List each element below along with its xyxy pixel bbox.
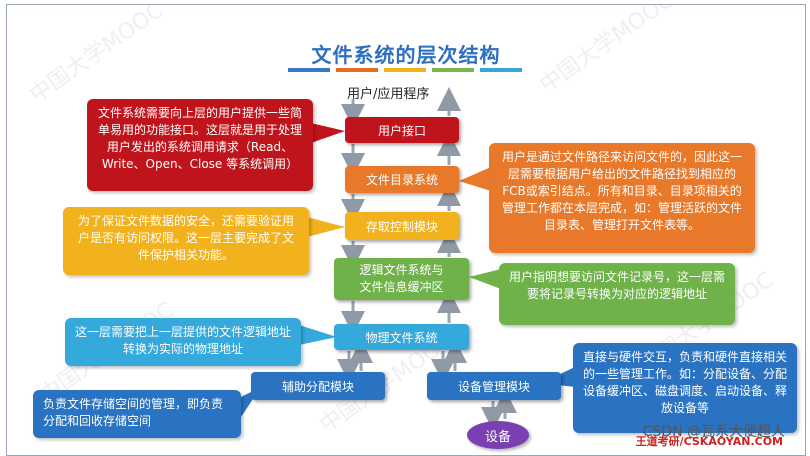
layer-label: 文件目录系统 bbox=[365, 173, 438, 187]
layer-label: 物理文件系统 bbox=[365, 330, 438, 345]
layer-label-line1: 逻辑文件系统与 bbox=[359, 263, 444, 277]
footer-logo: 王道考研/CSKAOYAN.COM bbox=[635, 435, 783, 448]
layer-label: 存取控制模块 bbox=[365, 219, 438, 234]
layer-label-line2: 文件信息缓冲区 bbox=[359, 280, 444, 294]
layer-logical-file-system: 逻辑文件系统与 文件信息缓冲区 bbox=[334, 258, 469, 300]
slide: 中国大学MOOC 中国大学MOOC 中国大学MOOC 中国大学MOOC 中国大学… bbox=[6, 4, 806, 456]
note-device-management-module: 直接与硬件交互，负责和硬件直接相关的一些管理工作。如：分配设备、分配设备缓冲区、… bbox=[573, 343, 797, 433]
device-ellipse: 设备 bbox=[467, 421, 529, 449]
title-underline-segment bbox=[480, 68, 522, 72]
title-underline-segment bbox=[432, 68, 474, 72]
layer-device-management-module: 设备管理模块 bbox=[427, 372, 561, 400]
note-logical-file-system: 用户指明想要访问文件记录号，这一层需要将记录号转换为对应的逻辑地址 bbox=[499, 263, 735, 325]
layer-auxiliary-allocation-module: 辅助分配模块 bbox=[251, 372, 385, 400]
layer-physical-file-system: 物理文件系统 bbox=[334, 324, 469, 350]
note-user-interface: 文件系统需要向上层的用户提供一些简单易用的功能接口。这层就是用于处理用户发出的系… bbox=[87, 99, 313, 191]
footer-credit: CSDN @瓦系大便超人 bbox=[642, 424, 785, 440]
note-physical-file-system: 这一层需要把上一层提供的文件逻辑地址转换为实际的物理地址 bbox=[65, 318, 301, 366]
top-label-user-app: 用户/应用程序 bbox=[347, 87, 430, 102]
layer-label: 设备管理模块 bbox=[457, 379, 530, 394]
layer-label: 辅助分配模块 bbox=[281, 379, 354, 394]
layer-access-control-module: 存取控制模块 bbox=[345, 212, 459, 240]
layer-label: 用户接口 bbox=[377, 123, 426, 138]
device-label: 设备 bbox=[484, 429, 511, 445]
title-underline-segment bbox=[336, 68, 378, 72]
note-auxiliary-allocation-module: 负责文件存储空间的管理，即负责分配和回收存储空间 bbox=[33, 390, 241, 438]
note-access-control-module: 为了保证文件数据的安全，还需要验证用户是否有访问权限。这一层主要完成了文件保护相… bbox=[63, 207, 309, 275]
title-underline-segment bbox=[384, 68, 426, 72]
note-file-directory-system: 用户是通过文件路径来访问文件的，因此这一层需要根据用户给出的文件路径找到相应的F… bbox=[489, 143, 755, 253]
title-underline-segment bbox=[288, 68, 330, 72]
layer-file-directory-system: 文件目录系统 bbox=[345, 166, 459, 193]
diagram-title: 文件系统的层次结构 bbox=[311, 43, 501, 67]
layer-user-interface: 用户接口 bbox=[345, 117, 459, 143]
